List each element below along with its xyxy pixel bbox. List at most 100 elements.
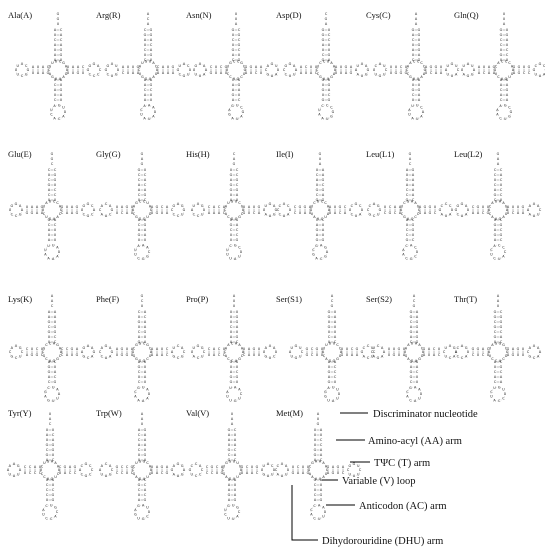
nucleotide: A — [497, 157, 500, 161]
nucleotide: U — [236, 330, 239, 334]
nucleotide: A — [406, 218, 409, 222]
loop-outline — [347, 463, 361, 477]
nucleotide: G — [105, 344, 108, 348]
nucleotide: U — [240, 250, 243, 254]
nucleotide: G — [289, 62, 292, 66]
nucleotide: A — [230, 340, 233, 344]
nucleotide: C — [500, 360, 503, 364]
nucleotide: A — [493, 244, 496, 248]
nucleotide: A — [54, 28, 57, 32]
nucleotide: G — [232, 93, 235, 97]
nucleotide: G — [418, 33, 421, 37]
nucleotide: U — [199, 62, 202, 66]
loop-outline — [533, 63, 545, 77]
nucleotide: A — [234, 385, 237, 389]
nucleotide: C — [330, 106, 333, 110]
nucleotide: G — [522, 205, 525, 209]
nucleotide: A — [236, 325, 239, 329]
nucleotide: G — [141, 294, 144, 298]
nucleotide: G — [232, 28, 235, 32]
nucleotide: C — [195, 462, 198, 466]
structure-label: Leu(L1) — [366, 149, 394, 159]
nucleotide: C — [406, 188, 409, 192]
nucleotide: U — [236, 103, 239, 107]
nucleotide: G — [111, 350, 114, 354]
nucleotide: C — [499, 116, 502, 120]
nucleotide: U — [43, 461, 46, 465]
nucleotide: C — [502, 357, 505, 361]
nucleotide: C — [441, 204, 444, 208]
nucleotide: C — [500, 188, 503, 192]
structure-label: Asn(N) — [186, 10, 212, 20]
nucleotide: U — [405, 65, 408, 69]
nucleotide: A — [320, 478, 323, 482]
nucleotide: C — [51, 304, 54, 308]
nucleotide: C — [177, 214, 180, 218]
nucleotide: A — [157, 71, 160, 75]
nucleotide: A — [46, 433, 49, 437]
nucleotide: G — [409, 386, 412, 390]
nucleotide: A — [19, 204, 22, 208]
nucleotide: A — [208, 211, 211, 215]
nucleotide: U — [60, 98, 63, 102]
nucleotide: U — [126, 471, 129, 475]
structure-label: Ala(A) — [8, 10, 32, 20]
nucleotide: U — [193, 68, 196, 72]
nucleotide: G — [477, 347, 480, 351]
nucleotide: C — [394, 211, 397, 215]
nucleotide: C — [321, 199, 324, 203]
nucleotide: U — [357, 472, 360, 476]
nucleotide: G — [41, 205, 44, 209]
nucleotide: C — [430, 71, 433, 75]
nucleotide: C — [294, 211, 297, 215]
nucleotide: A — [53, 217, 56, 221]
nucleotide: G — [322, 33, 325, 37]
nucleotide: U — [230, 315, 233, 319]
nucleotide: G — [47, 398, 50, 402]
nucleotide: C — [54, 38, 57, 42]
nucleotide: A — [381, 346, 384, 350]
nucleotide: A — [226, 390, 229, 394]
nucleotide: C — [52, 458, 55, 462]
nucleotide: U — [401, 204, 404, 208]
nucleotide: U — [54, 198, 57, 202]
loop-outline — [226, 244, 242, 260]
nucleotide: C — [144, 173, 147, 177]
nucleotide: U — [494, 365, 497, 369]
nucleotide: C — [494, 183, 497, 187]
nucleotide: C — [227, 215, 230, 219]
nucleotide: U — [215, 71, 218, 75]
nucleotide: G — [53, 359, 56, 363]
nucleotide: U — [138, 325, 141, 329]
nucleotide: U — [269, 344, 272, 348]
nucleotide: A — [373, 202, 376, 206]
nucleotide: C — [138, 173, 141, 177]
nucleotide: G — [262, 472, 265, 476]
nucleotide: G — [141, 75, 144, 79]
loop-outline — [7, 463, 21, 477]
nucleotide: A — [60, 350, 63, 354]
nucleotide: C — [218, 205, 221, 209]
nucleotide: U — [361, 208, 364, 212]
nucleotide: U — [299, 211, 302, 215]
nucleotide: A — [59, 204, 62, 208]
nucleotide: U — [229, 398, 232, 402]
structure-label: Val(V) — [186, 408, 209, 418]
structure-label: Cys(C) — [366, 10, 391, 20]
nucleotide: G — [166, 471, 169, 475]
nucleotide: A — [66, 211, 69, 215]
nucleotide: G — [533, 68, 536, 72]
nucleotide: G — [494, 310, 497, 314]
nucleotide: U — [230, 365, 233, 369]
nucleotide: G — [317, 422, 320, 426]
nucleotide: G — [51, 75, 54, 79]
nucleotide: G — [299, 205, 302, 209]
nucleotide: G — [48, 320, 51, 324]
nucleotide: C — [351, 212, 354, 216]
nucleotide: A — [48, 228, 51, 232]
nucleotide: C — [497, 75, 500, 79]
